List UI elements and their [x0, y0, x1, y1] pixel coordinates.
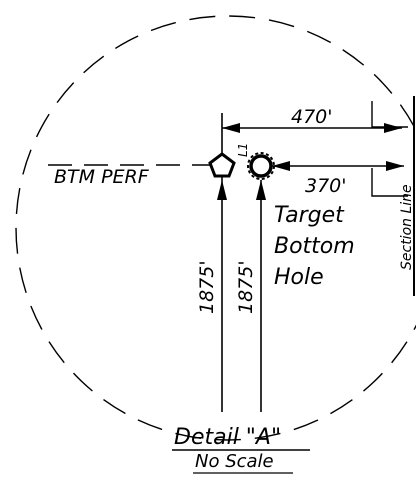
dim-vert-right-label: 1875': [235, 260, 257, 314]
target-label-line1: Target: [274, 203, 345, 228]
gear-circle-icon: [247, 152, 275, 180]
dim-470-arrow-right: [384, 123, 402, 133]
dim-370-arrow-left: [272, 161, 290, 171]
target-label-line3: Hole: [274, 265, 324, 290]
dim-370-arrow-right: [386, 161, 404, 171]
section-line-tick: [371, 101, 408, 128]
dim-470-arrow-left: [222, 123, 240, 133]
dim-vert-left-label: 1875': [196, 260, 218, 314]
target-label-line2: Bottom: [274, 234, 355, 259]
vert-arrow-right: [256, 180, 266, 200]
dim-470-label: 470': [291, 106, 333, 128]
section-line-tick-lower: [371, 168, 408, 197]
pentagon-icon: [208, 152, 236, 178]
detail-title: Detail "A": [174, 425, 281, 450]
dim-370-label: 370': [305, 175, 347, 197]
detail-subtitle: No Scale: [195, 451, 274, 472]
vert-arrow-left: [217, 180, 227, 200]
section-line-label: Section Line: [399, 184, 415, 270]
btm-perf-label: BTM PERF: [54, 166, 150, 188]
marker-l1-label: L1: [236, 143, 250, 157]
detail-boundary-circle: [15, 15, 416, 441]
